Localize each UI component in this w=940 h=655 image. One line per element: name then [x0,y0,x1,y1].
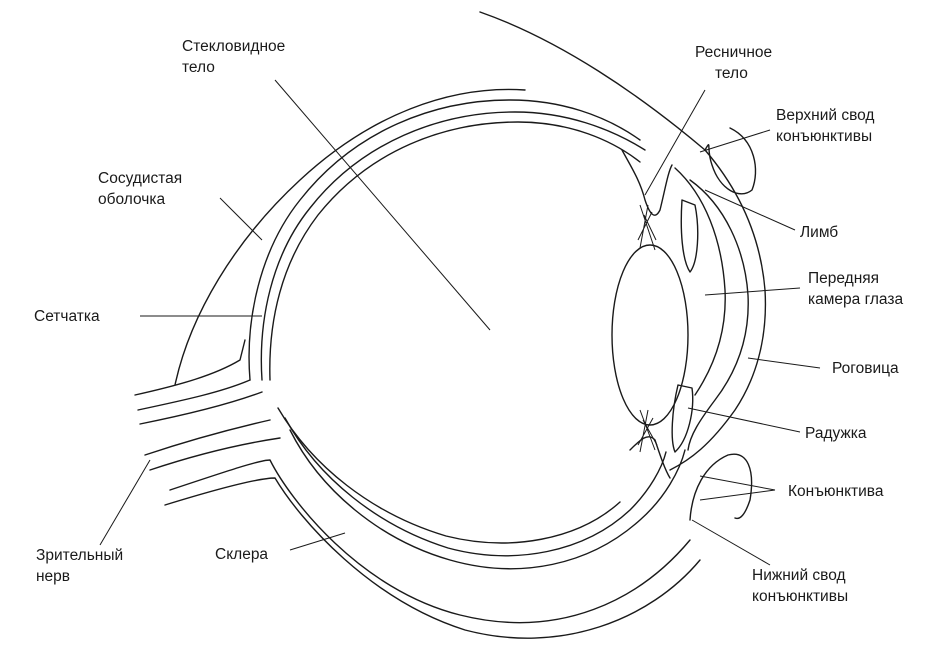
ciliary-body-upper [621,149,673,216]
cornea-shape [687,179,749,451]
label-sclera: Склера [215,544,268,565]
label-choroid: Сосудистая оболочка [98,168,182,210]
lens-shape [611,244,689,426]
label-lower-fornix: Нижний свод конъюнктивы [752,565,848,607]
label-ciliary-line1: Ресничное [695,44,773,61]
outer-sclera-bottom [169,459,691,624]
outer-sclera-bottom-2 [164,477,701,639]
sclera-outline [174,11,767,471]
label-retina-line1: Сетчатка [34,308,100,325]
label-retina: Сетчатка [34,306,100,327]
label-lower-fornix-line2: конъюнктивы [752,588,849,605]
label-cornea: Роговица [832,358,899,379]
label-anterior-chamber-line1: Передняя [808,270,880,287]
label-upper-fornix: Верхний свод конъюнктивы [776,105,874,147]
sclera-bottom [289,429,686,570]
label-optic-nerve-line1: Зрительный [36,547,124,564]
label-lower-fornix-line1: Нижний свод [752,567,846,584]
label-limbus: Лимб [800,222,838,243]
label-anterior-chamber: Передняя камера глаза [808,268,903,310]
label-limbus-line1: Лимб [800,224,839,241]
label-iris: Радужка [805,423,867,444]
label-upper-fornix-line1: Верхний свод [776,107,875,124]
label-conjunctiva-line1: Конъюнктива [788,483,884,500]
leader-lines [99,79,821,566]
ciliary-body-lower [629,436,671,479]
label-ciliary-body: Ресничное тело [695,42,772,84]
label-ciliary-line2: тело [715,65,748,82]
label-optic-nerve: Зрительный нерв [36,545,123,587]
label-cornea-line1: Роговица [832,360,899,377]
label-sclera-line1: Склера [215,546,269,563]
label-choroid-line1: Сосудистая [98,170,183,187]
retina-outline [260,111,646,381]
retina-bottom [277,407,621,544]
upper-eyelid [704,127,757,195]
zonule-fibers [637,204,658,453]
label-vitreous: Стекловидное тело [182,36,285,78]
iris-lower [671,384,694,453]
optic-nerve-shape [134,339,281,471]
label-conjunctiva: Конъюнктива [788,481,883,502]
label-iris-line1: Радужка [805,425,867,442]
label-anterior-chamber-line2: камера глаза [808,291,904,308]
label-vitreous-line1: Стекловидное [182,38,286,55]
cornea-inner [674,167,726,396]
iris-upper [680,199,699,273]
label-vitreous-line2: тело [182,59,215,76]
label-choroid-line2: оболочка [98,191,166,208]
choroid-outline [248,99,641,381]
label-optic-nerve-line2: нерв [36,568,71,585]
choroid-bottom [284,417,667,557]
lower-eyelid [689,453,753,521]
label-upper-fornix-line2: конъюнктивы [776,128,873,145]
eyeball-inner [269,121,641,381]
